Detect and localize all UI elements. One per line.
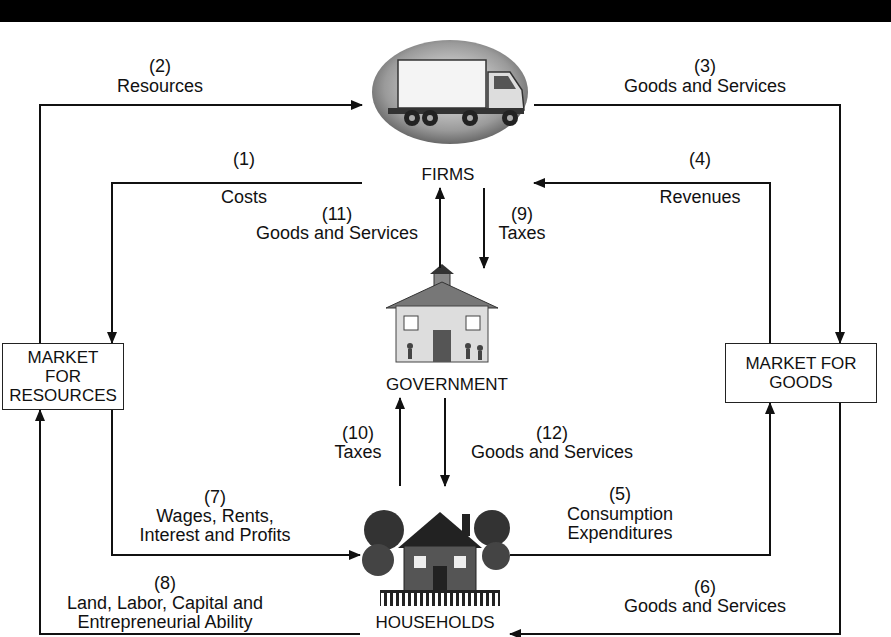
flow-label: Wages, Rents, Interest and Profits: [131, 507, 299, 545]
flow-label: Taxes: [323, 443, 393, 462]
market-box: MARKET FOR RESOURCES: [2, 343, 124, 410]
flow-label: Resources: [100, 77, 220, 96]
callout-number: (10): [333, 424, 383, 443]
node-label: MARKET FOR GOODS: [732, 354, 870, 392]
flow-arrow: [534, 183, 770, 343]
flow-label: Goods and Services: [242, 224, 432, 243]
callout-number: (2): [135, 57, 185, 76]
callout-number: (5): [595, 485, 645, 504]
flow-arrow: [534, 105, 840, 343]
callout-number: (11): [312, 205, 362, 224]
flow-arrow: [510, 403, 840, 634]
flow-label: Goods and Services: [605, 77, 805, 96]
flow-label: Goods and Services: [605, 597, 805, 616]
flow-label: Goods and Services: [457, 443, 647, 462]
households-node: HOUSEHOLDS: [360, 486, 510, 636]
household-icon: [362, 510, 510, 606]
flow-arrow: [399, 398, 401, 486]
government-building-icon: [386, 264, 498, 362]
flow-arrow: [112, 183, 362, 343]
flow-arrow: [439, 188, 441, 268]
callout-number: (6): [680, 578, 730, 597]
flow-arrow: [112, 410, 360, 555]
firms-node: FIRMS: [362, 38, 534, 188]
callout-number: (7): [190, 488, 240, 507]
node-label: FIRMS: [422, 165, 475, 184]
title-band: [0, 0, 891, 22]
truck-icon: [372, 40, 528, 144]
flow-label: Consumption Expenditures: [558, 505, 682, 543]
market-box: MARKET FOR GOODS: [725, 343, 877, 403]
callout-number: (8): [140, 574, 190, 593]
flow-label: Taxes: [487, 224, 557, 243]
node-label: HOUSEHOLDS: [375, 613, 494, 632]
flow-arrow: [444, 398, 446, 486]
flow-arrow: [483, 188, 485, 268]
flow-label: Revenues: [645, 188, 755, 207]
node-label: MARKET FOR RESOURCES: [9, 348, 117, 405]
flow-label: Costs: [204, 188, 284, 207]
node-label: GOVERNMENT: [386, 375, 508, 394]
callout-number: (9): [497, 205, 547, 224]
government-node: GOVERNMENT: [372, 268, 522, 398]
flow-arrow: [40, 410, 360, 634]
flow-arrow: [510, 403, 770, 555]
callout-number: (3): [680, 57, 730, 76]
callout-number: (4): [675, 150, 725, 169]
flow-label: Land, Labor, Capital and Entrepreneurial…: [54, 594, 276, 632]
callout-number: (12): [527, 424, 577, 443]
callout-number: (1): [219, 150, 269, 169]
